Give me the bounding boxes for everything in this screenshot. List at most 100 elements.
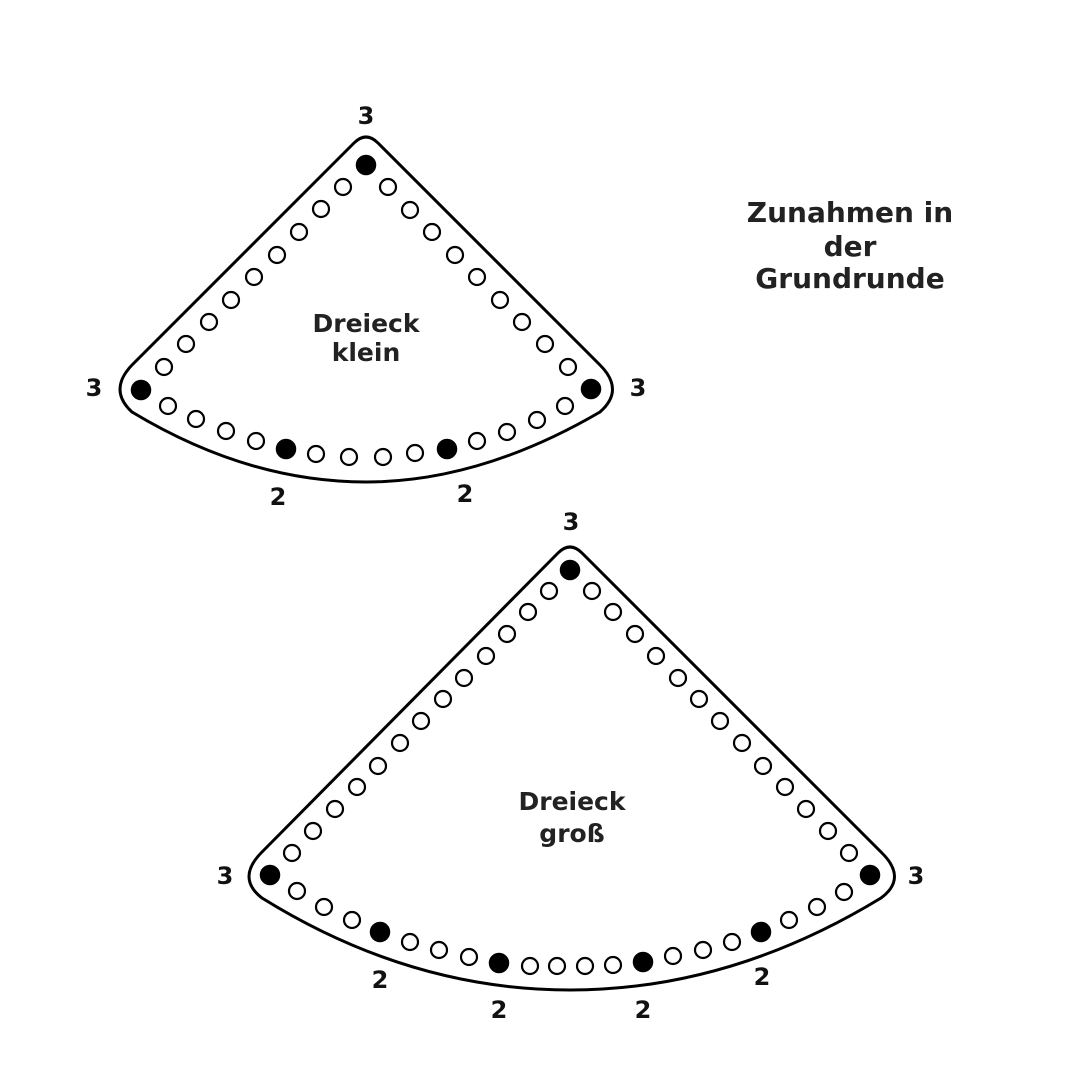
large-triangle-hole (314, 897, 334, 917)
large-triangle-hole (459, 947, 479, 967)
large-triangle-hole (539, 581, 559, 601)
large-triangle-increase-hole (369, 921, 391, 943)
small-triangle-hole (246, 431, 266, 451)
large-triangle-hole (753, 756, 773, 776)
small-triangle-increase-hole (580, 378, 602, 400)
small-triangle-hole (306, 444, 326, 464)
title-line-3: Grundrunde (755, 262, 944, 295)
large-count-top: 3 (563, 508, 580, 536)
large-triangle-hole (282, 843, 302, 863)
large-triangle-hole (693, 940, 713, 960)
small-count-top: 3 (358, 102, 375, 130)
large-triangle-hole (796, 799, 816, 819)
large-triangle-hole (732, 733, 752, 753)
small-triangle-hole (333, 177, 353, 197)
small-triangle-hole (535, 334, 555, 354)
small-triangle-label-line-1: Dreieck (312, 309, 420, 338)
small-count-left: 3 (86, 374, 103, 402)
large-triangle-outline (247, 545, 896, 992)
large-triangle-hole (663, 946, 683, 966)
small-triangle-hole (422, 222, 442, 242)
small-triangle-hole (445, 245, 465, 265)
small-triangle-hole (186, 409, 206, 429)
small-triangle-hole (289, 222, 309, 242)
small-triangle-hole (373, 447, 393, 467)
small-triangle-hole (512, 312, 532, 332)
small-triangle-hole (467, 431, 487, 451)
large-triangle-hole (603, 955, 623, 975)
large-triangle-hole (834, 882, 854, 902)
small-triangle-hole (527, 410, 547, 430)
large-triangle-hole (839, 843, 859, 863)
small-triangle-increase-hole (130, 379, 152, 401)
small-triangle-hole (378, 177, 398, 197)
large-triangle-hole (646, 646, 666, 666)
small-triangle-hole (555, 396, 575, 416)
large-triangle-hole (411, 711, 431, 731)
large-triangle: Dreieck groß 3 3 3 2 2 2 2 (217, 508, 925, 1024)
large-triangle-hole (368, 756, 388, 776)
large-triangle-hole (518, 602, 538, 622)
large-triangle-hole (722, 932, 742, 952)
small-count-bottom-left: 2 (270, 483, 287, 511)
large-triangle-hole (429, 940, 449, 960)
large-triangle-increase-hole (488, 952, 510, 974)
large-triangle-increase-hole (559, 559, 581, 581)
large-triangle-hole (710, 711, 730, 731)
small-triangle-outline (118, 135, 614, 484)
large-triangle-hole (603, 602, 623, 622)
title-line-1: Zunahmen in (747, 196, 953, 229)
large-triangle-increase-hole (750, 921, 772, 943)
large-triangle-hole (818, 821, 838, 841)
small-triangle-hole (176, 334, 196, 354)
large-triangle-increase-hole (632, 951, 654, 973)
small-triangle: Dreieck klein 3 3 3 2 2 (86, 102, 647, 511)
large-count-bottom-3: 2 (635, 996, 652, 1024)
small-triangle-hole (400, 200, 420, 220)
large-triangle-hole (779, 910, 799, 930)
small-count-bottom-right: 2 (457, 480, 474, 508)
small-triangle-hole (154, 357, 174, 377)
small-triangle-hole (216, 421, 236, 441)
diagram-title: Zunahmen in der Grundrunde (747, 196, 953, 295)
small-triangle-increase-hole (355, 154, 377, 176)
large-triangle-hole (547, 956, 567, 976)
large-triangle-increase-hole (259, 864, 281, 886)
large-triangle-hole (303, 821, 323, 841)
large-triangle-hole (625, 624, 645, 644)
large-triangle-hole (433, 689, 453, 709)
small-triangle-hole (405, 443, 425, 463)
small-triangle-increase-hole (275, 438, 297, 460)
large-triangle-hole (476, 646, 496, 666)
large-triangle-hole (668, 668, 688, 688)
large-triangle-hole (342, 910, 362, 930)
small-triangle-hole (467, 267, 487, 287)
small-count-right: 3 (630, 374, 647, 402)
large-count-right: 3 (908, 862, 925, 890)
small-triangle-hole (311, 199, 331, 219)
large-count-bottom-1: 2 (372, 966, 389, 994)
large-triangle-hole (520, 956, 540, 976)
small-triangle-holes (130, 154, 602, 467)
small-triangle-hole (244, 267, 264, 287)
small-triangle-hole (267, 245, 287, 265)
small-triangle-hole (158, 396, 178, 416)
large-triangle-hole (689, 689, 709, 709)
large-triangle-label-line-1: Dreieck (518, 787, 626, 816)
large-triangle-hole (775, 777, 795, 797)
large-triangle-hole (390, 733, 410, 753)
large-triangle-hole (287, 881, 307, 901)
small-triangle-hole (490, 290, 510, 310)
small-triangle-hole (339, 447, 359, 467)
small-triangle-hole (199, 312, 219, 332)
large-triangle-holes (259, 559, 881, 976)
large-triangle-hole (582, 581, 602, 601)
large-count-bottom-2: 2 (491, 996, 508, 1024)
large-triangle-hole (497, 624, 517, 644)
large-triangle-hole (347, 777, 367, 797)
large-triangle-hole (575, 956, 595, 976)
large-count-bottom-4: 2 (754, 963, 771, 991)
small-triangle-hole (558, 357, 578, 377)
large-triangle-label-line-2: groß (539, 819, 604, 848)
